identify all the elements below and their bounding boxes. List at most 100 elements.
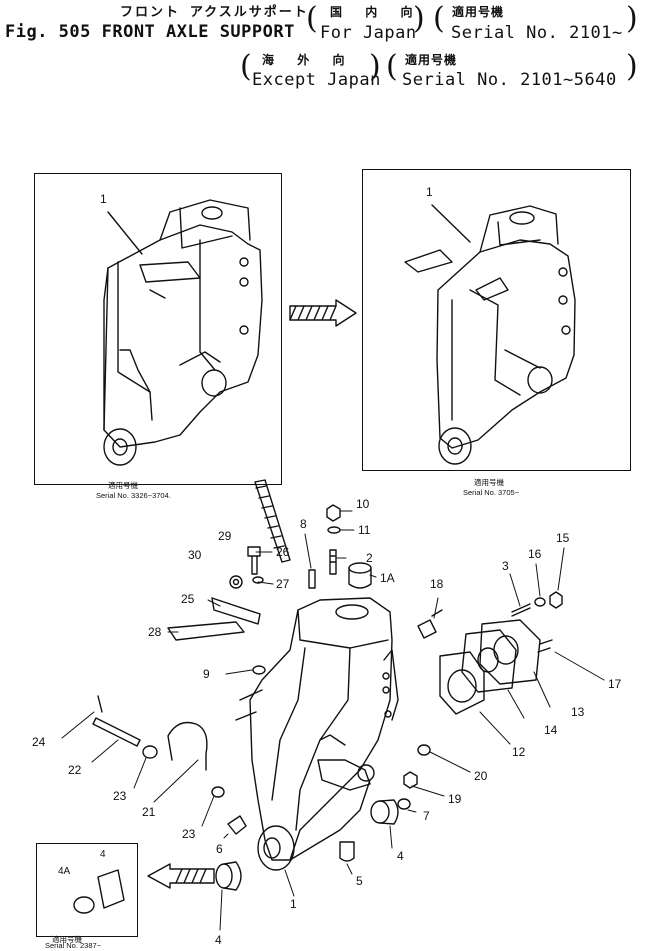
part-washer-16 [534, 597, 546, 607]
bracket-left: ( [433, 1, 445, 36]
arrow-up-icon [254, 479, 291, 563]
callout-3: 3 [502, 559, 509, 573]
applicable-label-jp: 適用号機 [452, 5, 505, 19]
title-katakana: フロント アクスルサポート [120, 5, 309, 20]
main-axle-support [235, 597, 399, 871]
callout-1a: 1A [380, 571, 395, 585]
callout-17: 17 [608, 677, 622, 691]
inset-left-serial: Serial No. 3326~3704. [96, 491, 171, 500]
part-bracket-25 [211, 597, 261, 625]
inset-left-jp: 適用号機 [108, 481, 138, 490]
part-gasket-14 [461, 629, 517, 693]
inset-left-axle-support [103, 199, 263, 466]
bracket-left: ( [306, 1, 318, 36]
overseas-label-jp: 海 外 向 [262, 53, 353, 67]
bracket-left: ( [386, 49, 398, 84]
callout-7: 7 [423, 809, 430, 823]
callout-4a: 4A [58, 866, 71, 877]
leader-line [431, 204, 471, 243]
part-nut-19 [403, 771, 418, 789]
callout-30: 30 [188, 548, 202, 562]
inset-bottom-serial: Serial No. 2387~ [45, 941, 102, 950]
callout-24: 24 [32, 735, 46, 749]
inset-right-axle-support [404, 205, 576, 465]
figure-title: Fig. 505 FRONT AXLE SUPPORT [5, 22, 295, 42]
callout-26: 26 [276, 545, 290, 559]
part-bolt-18 [417, 609, 443, 639]
bracket-right: ) [369, 49, 381, 84]
part-pin-8 [308, 569, 316, 589]
part-washer-27 [252, 576, 264, 584]
part-nut-30 [229, 575, 243, 589]
inset-right-serial: Serial No. 3705~ [463, 488, 520, 497]
inset-bottom-frame [36, 843, 138, 937]
domestic-label-en: For Japan [320, 23, 417, 43]
part-pin-24 [97, 695, 103, 713]
callout-14: 14 [544, 723, 558, 737]
callout-23: 23 [113, 789, 127, 803]
part-bushing-1a [348, 562, 372, 589]
inset-right-frame [362, 169, 631, 471]
part-pin-22 [92, 717, 141, 747]
callout-13: 13 [571, 705, 585, 719]
callout-1: 1 [426, 185, 433, 199]
part-bushing-4 [370, 799, 399, 825]
callout-23: 23 [182, 827, 196, 841]
callout-10: 10 [356, 497, 370, 511]
part-bushing-4-inset [73, 869, 125, 914]
part-bolt-3 [511, 603, 531, 617]
callout-2: 2 [366, 551, 373, 565]
arrow-left-icon [147, 863, 215, 889]
part-mount-12 [439, 651, 485, 715]
part-washer-11 [327, 526, 341, 534]
callout-4: 4 [397, 849, 404, 863]
part-grease-7 [397, 798, 411, 810]
part-plate-28 [167, 621, 245, 641]
callout-19: 19 [448, 792, 462, 806]
bracket-right: ) [626, 49, 638, 84]
leader-line [107, 211, 143, 255]
callout-1: 1 [290, 897, 297, 911]
part-washer-23b [211, 786, 225, 798]
callout-5: 5 [356, 874, 363, 888]
leader-lines [61, 510, 605, 931]
callout-11: 11 [358, 523, 371, 537]
part-bolt-29 [247, 546, 261, 575]
callout-12: 12 [512, 745, 526, 759]
serial-range-1: Serial No. 2101~ [451, 23, 623, 43]
callout-20: 20 [474, 769, 488, 783]
applicable-label-jp: 適用号機 [405, 53, 458, 67]
callout-8: 8 [300, 517, 307, 531]
callout-16: 16 [528, 547, 542, 561]
callout-27: 27 [276, 577, 290, 591]
callout-1: 1 [100, 192, 107, 206]
callout-6: 6 [216, 842, 223, 856]
part-hose-21 [167, 721, 208, 771]
bracket-left: ( [240, 49, 252, 84]
callout-28: 28 [148, 625, 162, 639]
overseas-label-en: Except Japan [252, 70, 381, 90]
part-plug-9 [252, 665, 266, 675]
part-washer-20 [417, 744, 431, 756]
part-nut-10 [326, 504, 341, 522]
part-bolt-17 [537, 639, 553, 653]
part-fitting-6 [227, 815, 247, 835]
callout-4: 4 [215, 933, 222, 947]
inset-bottom-jp: 適用号機 [52, 935, 82, 944]
arrow-right-icon [289, 299, 357, 327]
part-bushing-4-front [215, 861, 242, 891]
callout-4: 4 [100, 849, 106, 860]
part-plug-5 [339, 841, 355, 862]
part-flange-13 [479, 619, 541, 685]
callout-15: 15 [556, 531, 570, 545]
callout-18: 18 [430, 577, 444, 591]
callout-25: 25 [181, 592, 195, 606]
callout-29: 29 [218, 529, 232, 543]
inset-left-frame [34, 173, 282, 485]
inset-right-jp: 適用号機 [474, 478, 504, 487]
part-washer-23 [142, 745, 158, 759]
part-nut-15 [549, 591, 563, 609]
callout-22: 22 [68, 763, 82, 777]
callout-21: 21 [142, 805, 156, 819]
